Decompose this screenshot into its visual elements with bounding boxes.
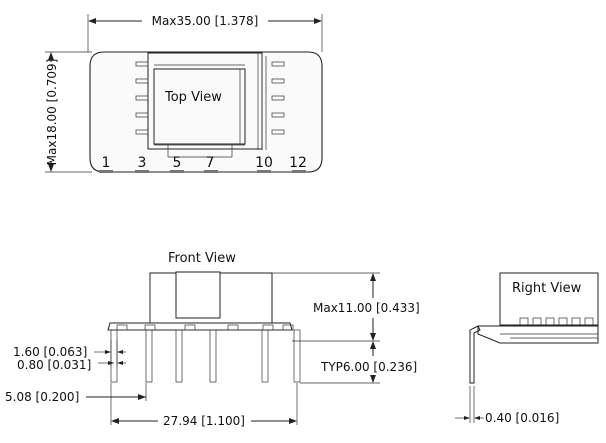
front-pin-length-dim-label: TYP6.00 [0.236] (320, 360, 417, 374)
top-terminals-right (271, 61, 285, 135)
right-lead-dim-label: 0.40 [0.016] (485, 411, 559, 425)
front-height-dim-label: Max11.00 [0.433] (313, 301, 420, 315)
top-body-outline (89, 51, 323, 173)
front-pin-length-dimension: TYP6.00 [0.236] (300, 341, 417, 384)
right-lead-dimension: 0.40 [0.016] (455, 386, 559, 425)
top-view-label: Top View (164, 90, 222, 105)
top-pin-label: 12 (289, 155, 307, 171)
front-pin-thickness-dim-label: 0.80 [0.031] (17, 358, 91, 372)
front-offset-dim-label: 5.08 [0.200] (5, 390, 79, 404)
right-view: Right View 0.40 [0.016] (455, 272, 599, 425)
front-bobbin-base (107, 322, 293, 331)
top-view: Max35.00 [1.378] Max18.00 [0.709] (41, 14, 323, 173)
top-height-dimension: Max18.00 [0.709] (41, 51, 92, 173)
front-pin-width-dimension: 1.60 [0.063] 0.80 [0.031] (13, 340, 126, 372)
top-core (153, 68, 246, 145)
front-height-dimension: Max11.00 [0.433] (272, 272, 420, 342)
right-lead (469, 325, 481, 384)
top-pin-label: 10 (255, 155, 273, 171)
top-width-dimension: Max35.00 [1.378] (87, 14, 323, 52)
front-span-dim-label: 27.94 [1.100] (163, 414, 245, 428)
right-body (499, 272, 599, 326)
top-height-dim-label: Max18.00 [0.709] (45, 59, 59, 166)
front-terminal-bumps (116, 324, 294, 331)
top-pin-label: 5 (173, 155, 182, 171)
top-side-strips (257, 53, 267, 150)
right-base (477, 325, 599, 344)
front-view-label: Front View (168, 251, 236, 266)
top-terminals-left (135, 61, 149, 135)
top-width-dim-label: Max35.00 [1.378] (152, 14, 259, 28)
front-pin-width-dim-label: 1.60 [0.063] (13, 345, 87, 359)
top-pin-label: 7 (206, 155, 215, 171)
front-pins (110, 329, 301, 383)
front-span-dimension: 27.94 [1.100] (111, 383, 298, 428)
top-pin-label: 3 (138, 155, 147, 171)
top-pin-label: 1 (102, 155, 111, 171)
top-pin-stubs (99, 170, 306, 173)
front-view: Front View (5, 251, 420, 428)
front-offset-dimension: 5.08 [0.200] (5, 383, 147, 425)
right-view-label: Right View (512, 281, 582, 296)
